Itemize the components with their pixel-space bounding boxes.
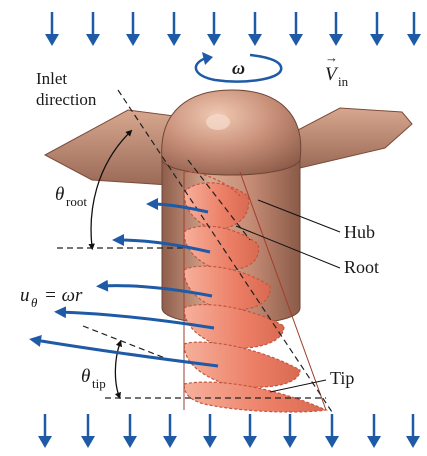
u-theta-subscript: θ [31, 295, 38, 310]
down-arrow-icon [370, 12, 384, 46]
v-in-label: V [325, 64, 339, 85]
down-arrow-icon [207, 12, 221, 46]
omega-label: ω [232, 58, 245, 78]
theta-tip-subscript: tip [92, 376, 106, 391]
right-stator-fin [298, 108, 412, 168]
v-in-subscript: in [338, 74, 349, 89]
down-arrow-icon [163, 414, 177, 448]
hub-label: Hub [344, 222, 375, 242]
down-arrow-icon [367, 414, 381, 448]
u-theta-rhs: = ωr [44, 285, 83, 306]
v-in-arrow-symbol: → [325, 50, 338, 65]
u-theta-symbol: u [20, 285, 30, 306]
down-arrow-icon [45, 12, 59, 46]
down-arrow-icon [81, 414, 95, 448]
down-arrow-icon [325, 414, 339, 448]
down-arrow-icon [289, 12, 303, 46]
down-arrow-icon [86, 12, 100, 46]
inlet-flow-arrows-top [45, 12, 421, 46]
hub-dome [162, 90, 301, 175]
dome-highlight [206, 114, 230, 130]
down-arrow-icon [243, 414, 257, 448]
down-arrow-icon [203, 414, 217, 448]
down-arrow-icon [123, 414, 137, 448]
theta-root-subscript: root [66, 194, 87, 209]
down-arrow-icon [407, 12, 421, 46]
outlet-flow-arrows-bottom [38, 414, 420, 448]
down-arrow-icon [329, 12, 343, 46]
root-label: Root [344, 257, 379, 277]
down-arrow-icon [248, 12, 262, 46]
down-arrow-icon [126, 12, 140, 46]
theta-tip-symbol: θ [81, 366, 90, 387]
theta-root-symbol: θ [55, 184, 64, 205]
inlet-label-line2: direction [36, 90, 97, 109]
down-arrow-icon [406, 414, 420, 448]
inlet-label-line1: Inlet [36, 69, 67, 88]
down-arrow-icon [283, 414, 297, 448]
down-arrow-icon [167, 12, 181, 46]
down-arrow-icon [38, 414, 52, 448]
tip-label: Tip [330, 368, 354, 388]
